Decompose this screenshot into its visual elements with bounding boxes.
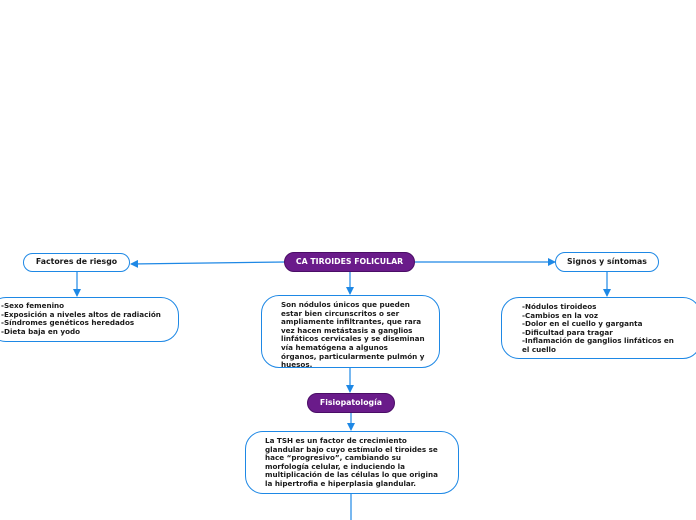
symptoms-list[interactable]: -Nódulos tiroideos -Cambios en la voz -D… bbox=[501, 297, 696, 359]
symptoms-label: Signos y síntomas bbox=[567, 256, 647, 266]
risk-factors-topic[interactable]: Factores de riesgo bbox=[23, 253, 130, 272]
risk-factors-list[interactable]: -Sexo femenino -Exposición a niveles alt… bbox=[0, 297, 179, 342]
risk-factors-text: -Sexo femenino -Exposición a niveles alt… bbox=[1, 301, 161, 336]
fisiopatologia-label: Fisiopatología bbox=[319, 397, 383, 407]
fisiopatologia-text: La TSH es un factor de crecimiento gland… bbox=[265, 436, 438, 488]
central-topic[interactable]: CA TIROIDES FOLICULAR bbox=[284, 252, 415, 272]
description-node[interactable]: Son nódulos únicos que pueden estar bien… bbox=[261, 295, 440, 370]
central-topic-label: CA TIROIDES FOLICULAR bbox=[295, 256, 404, 266]
symptoms-topic[interactable]: Signos y síntomas bbox=[555, 252, 659, 272]
fisiopatologia-detail[interactable]: La TSH es un factor de crecimiento gland… bbox=[245, 431, 459, 494]
description-text: Son nódulos únicos que pueden estar bien… bbox=[281, 300, 425, 370]
symptoms-text: -Nódulos tiroideos -Cambios en la voz -D… bbox=[522, 302, 674, 354]
risk-factors-label: Factores de riesgo bbox=[35, 257, 118, 267]
connector-central-to-risk-factors bbox=[130, 259, 286, 268]
fisiopatologia-topic[interactable]: Fisiopatología bbox=[307, 393, 395, 413]
